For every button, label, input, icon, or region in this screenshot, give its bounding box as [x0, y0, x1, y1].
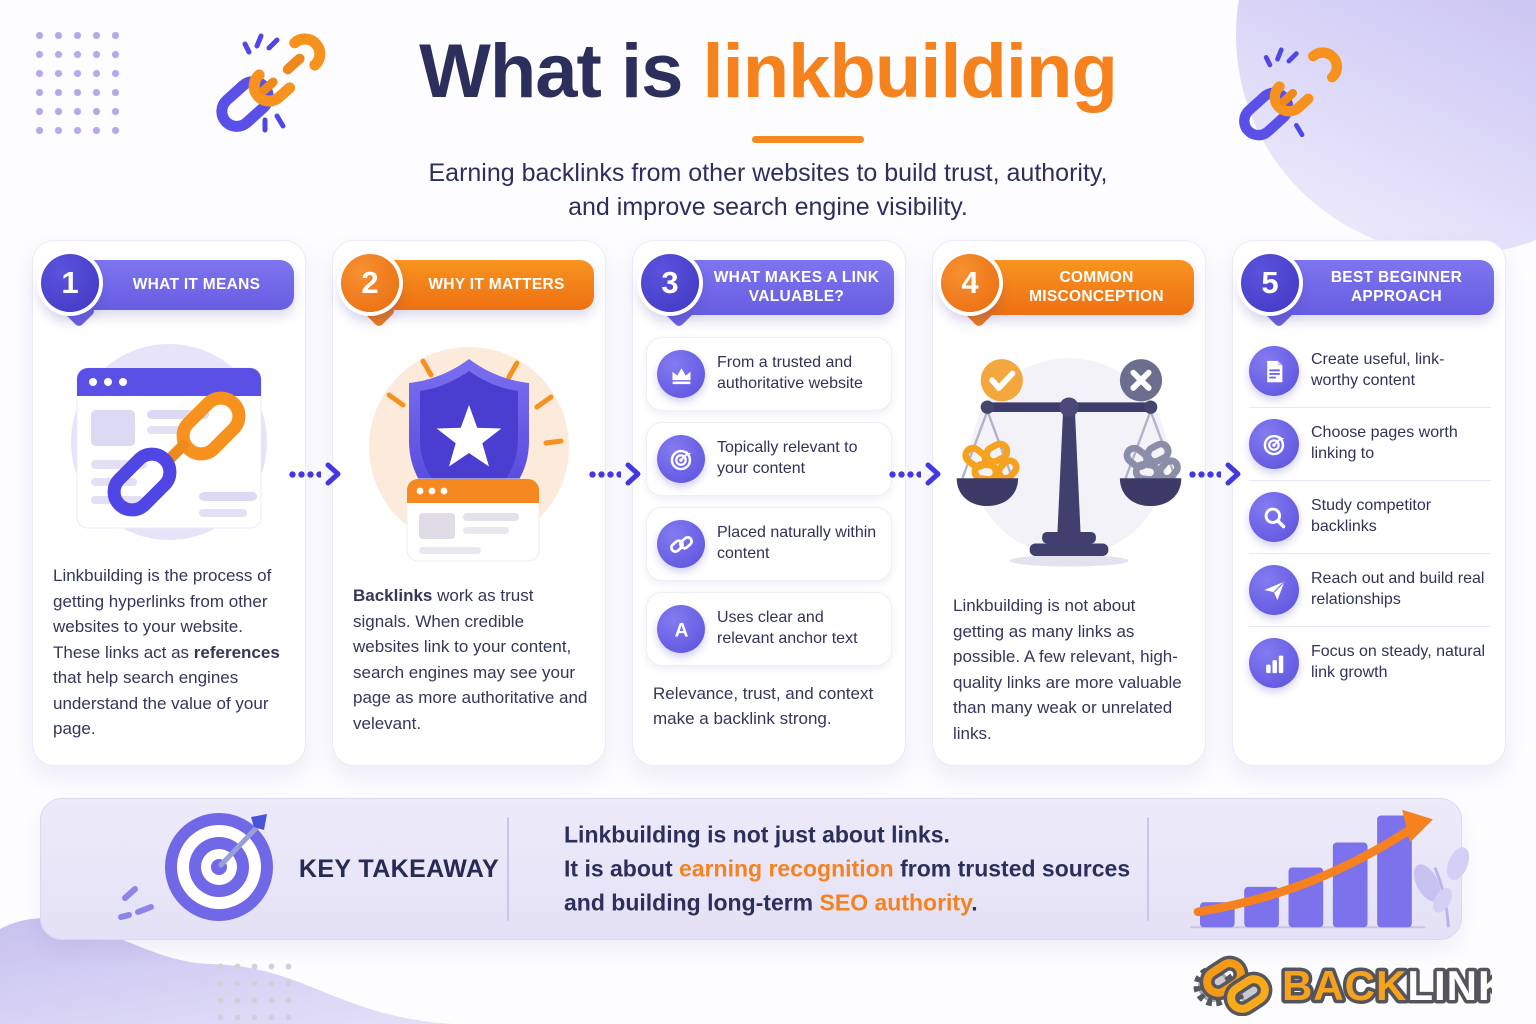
backlinks-logo: BACKLINKS — [1193, 955, 1492, 1016]
card-what-it-means: 1 WHAT IT MEANS Linkbuilding is t — [32, 240, 306, 766]
card-common-misconception: 4 COMMON MISCONCEPTION — [932, 240, 1206, 766]
growth-bar-chart-illustration — [1190, 809, 1470, 929]
item-label: Placed naturally within content — [717, 524, 877, 562]
valuable-item: A Uses clear and relevant anchor text — [646, 592, 892, 666]
flow-arrow-icon — [588, 462, 642, 486]
takeaway-line-3: and building long-term SEO authority. — [564, 888, 978, 915]
card-why-it-matters: 2 WHY IT MATTERS Bac — [332, 240, 606, 766]
card-body-text: Backlinks work as trust signals. When cr… — [353, 586, 588, 733]
flow-arrow-icon — [1188, 462, 1242, 486]
dot-grid-bottom — [212, 958, 294, 1024]
document-icon — [1249, 346, 1299, 396]
item-label: Focus on steady, natural link growth — [1311, 643, 1486, 681]
item-label: Uses clear and relevant anchor text — [717, 609, 858, 647]
approach-item: Study competitor backlinks — [1249, 481, 1491, 554]
dot-grid-top-left — [30, 26, 128, 138]
valuable-link-list: From a trusted and authoritative website… — [646, 337, 892, 677]
link-icon — [657, 520, 705, 568]
card-footer-text: Relevance, trust, and context make a bac… — [653, 684, 874, 728]
card-title-ribbon: WHAT IT MEANS — [79, 260, 294, 310]
chart-icon — [1249, 638, 1299, 688]
trust-shield-illustration — [349, 327, 589, 575]
flow-arrow-icon — [288, 462, 342, 486]
approach-item: Choose pages worth linking to — [1249, 408, 1491, 481]
card-title-ribbon: WHAT MAKES A LINK VALUABLE? — [679, 260, 894, 315]
svg-text:A: A — [674, 620, 688, 641]
card-title-ribbon: BEST BEGINNER APPROACH — [1279, 260, 1494, 315]
page-title: What is linkbuilding — [0, 28, 1536, 115]
card-title-ribbon: WHY IT MATTERS — [379, 260, 594, 310]
card-body-text: Linkbuilding is the process of getting h… — [53, 566, 280, 738]
title-underline — [752, 136, 864, 143]
chain-link-icon — [1239, 47, 1343, 141]
step-number-badge: 5 — [1241, 254, 1299, 312]
key-takeaway-label: KEY TAKEAWAY — [298, 854, 500, 883]
search-icon — [1249, 492, 1299, 542]
item-label: Choose pages worth linking to — [1311, 424, 1458, 462]
card-best-beginner-approach: 5 BEST BEGINNER APPROACH Create useful, … — [1232, 240, 1506, 766]
anchor-text-icon: A — [657, 605, 705, 653]
crown-icon — [657, 350, 705, 398]
approach-item: Focus on steady, natural link growth — [1249, 627, 1491, 699]
logo-wordmark: BACKLINKS — [1282, 962, 1492, 1009]
key-takeaway-bar: KEY TAKEAWAY Linkbuilding is not just ab… — [40, 798, 1470, 940]
subtitle-line-1: Earning backlinks from other websites to… — [428, 159, 1108, 187]
takeaway-line-2: It is about earning recognition from tru… — [564, 855, 1131, 882]
item-label: Topically relevant to your content — [717, 439, 858, 477]
browser-chain-illustration — [49, 325, 289, 567]
flow-arrow-icon — [888, 462, 942, 486]
approach-item: Reach out and build real relationships — [1249, 554, 1491, 627]
item-label: Study competitor backlinks — [1311, 497, 1432, 535]
send-icon — [1249, 565, 1299, 615]
target-icon — [657, 435, 705, 483]
subtitle: Earning backlinks from other websites to… — [0, 156, 1536, 224]
step-number-badge: 1 — [41, 254, 99, 312]
target-icon — [118, 813, 273, 921]
item-label: Create useful, link-worthy content — [1311, 351, 1445, 389]
card-title-ribbon: COMMON MISCONCEPTION — [979, 260, 1194, 315]
chain-link-icon — [216, 33, 326, 133]
item-label: Reach out and build real relationships — [1311, 570, 1485, 608]
step-number-badge: 3 — [641, 254, 699, 312]
step-number-badge: 2 — [341, 254, 399, 312]
target-icon — [1249, 419, 1299, 469]
subtitle-line-2: and improve search engine visibility. — [568, 193, 968, 221]
item-label: From a trusted and authoritative website — [717, 354, 863, 392]
gear-chain-icon — [1193, 955, 1273, 1016]
takeaway-line-1: Linkbuilding is not just about links. — [564, 821, 950, 848]
divider — [507, 817, 509, 921]
card-body-text: Linkbuilding is not about getting as man… — [953, 596, 1182, 743]
card-what-makes-link-valuable: 3 WHAT MAKES A LINK VALUABLE? From a tru… — [632, 240, 906, 766]
step-number-badge: 4 — [941, 254, 999, 312]
approach-item: Create useful, link-worthy content — [1249, 335, 1491, 408]
valuable-item: From a trusted and authoritative website — [646, 337, 892, 411]
balance-scale-illustration — [949, 333, 1189, 585]
title-accent-part: linkbuilding — [702, 29, 1117, 114]
valuable-item: Placed naturally within content — [646, 507, 892, 581]
corner-blob-bottom-left — [0, 918, 600, 1024]
divider — [1147, 817, 1149, 921]
title-dark-part: What is — [419, 29, 683, 114]
valuable-item: Topically relevant to your content — [646, 422, 892, 496]
key-takeaway-text: Linkbuilding is not just about links. It… — [564, 818, 1130, 919]
